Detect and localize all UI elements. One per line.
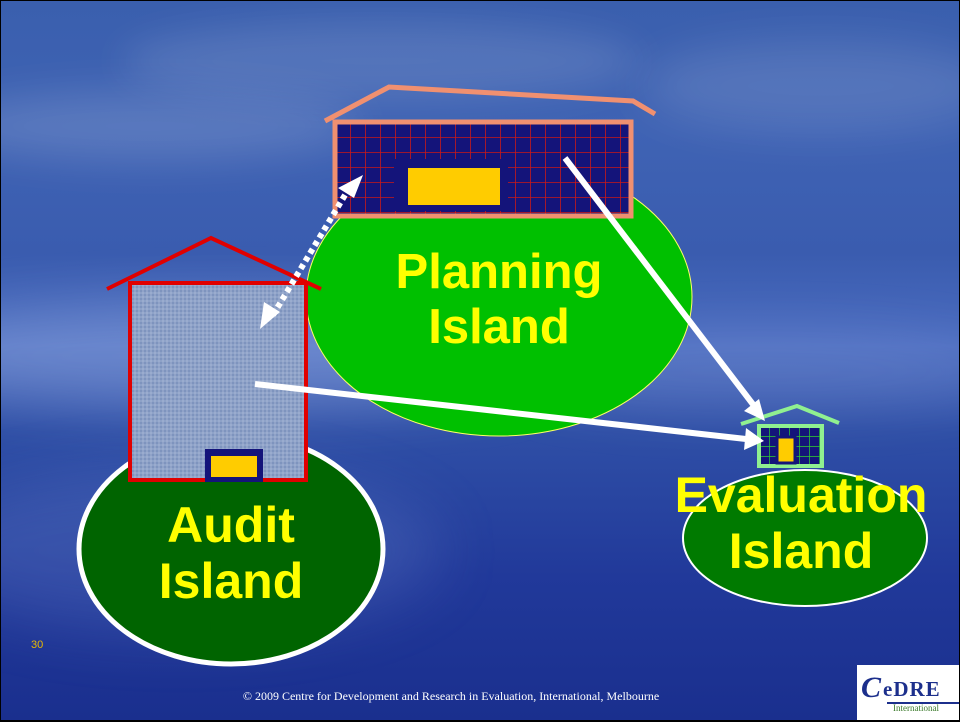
planning-house-roof — [323, 84, 657, 124]
arrow-head-evaluation-from-planning — [744, 399, 765, 421]
cedre-logo-subtext: International — [893, 703, 939, 713]
arrow-planning-to-evaluation — [562, 156, 758, 409]
cedre-logo: C eDRE International — [857, 665, 959, 720]
evaluation-house-door — [775, 435, 797, 465]
planning-island-label: Planning Island — [351, 245, 647, 355]
planning-house-door — [408, 168, 500, 205]
arrow-head-evaluation-from-audit — [744, 428, 764, 450]
evaluation-label-line1: Evaluation — [674, 467, 928, 523]
audit-label-line2: Island — [158, 553, 304, 609]
audit-island-label: Audit Island — [121, 497, 341, 609]
planning-label-line2: Island — [428, 299, 570, 354]
audit-label-line1: Audit — [167, 497, 295, 553]
evaluation-house — [740, 403, 840, 468]
audit-house — [106, 235, 322, 482]
cedre-logo-text: eDRE — [883, 677, 941, 701]
cedre-logo-emblem: C — [861, 671, 882, 704]
slide-number: 30 — [31, 639, 44, 651]
evaluation-island-label: Evaluation Island — [631, 467, 959, 579]
audit-house-door — [211, 456, 257, 477]
arrows — [254, 156, 765, 450]
arrow-audit-to-evaluation — [254, 381, 747, 442]
evaluation-label-line2: Island — [728, 523, 874, 579]
evaluation-island-shape — [682, 469, 928, 607]
cedre-logo-underline — [887, 702, 959, 704]
copyright-footer: © 2009 Centre for Development and Resear… — [242, 689, 660, 703]
audit-house-roof — [106, 235, 322, 291]
planning-house — [323, 84, 657, 219]
dotted-arrow-head-audit — [260, 302, 280, 329]
dotted-arrow-head-planning — [338, 175, 363, 198]
planning-label-line1: Planning — [395, 245, 603, 299]
